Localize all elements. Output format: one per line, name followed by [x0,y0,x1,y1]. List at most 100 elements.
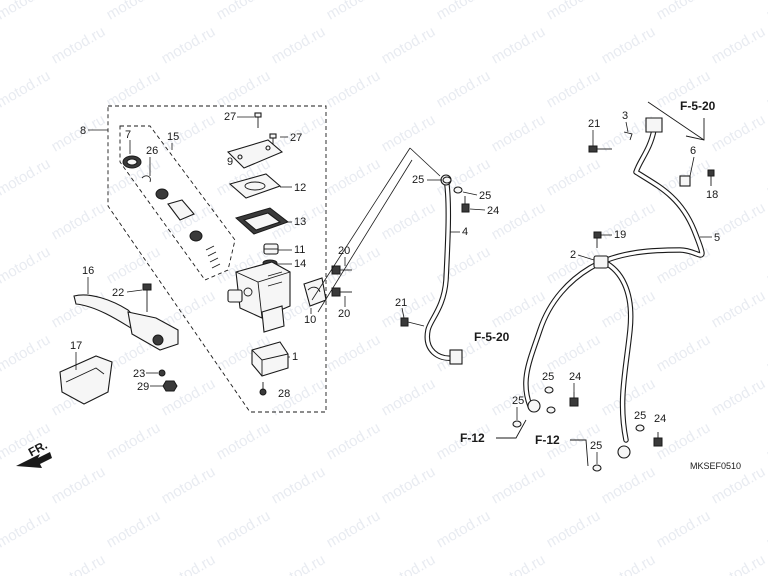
diaphragm-plate [228,173,282,199]
watermark-text: motod.ru [324,243,384,287]
diagram-code: MKSEF0510 [690,461,741,471]
master-cylinder-assembly-box [107,105,327,413]
diaphragm-inner [242,212,282,231]
bolt-18 [707,169,715,186]
watermark-text: motod.ru [489,463,549,507]
watermark-text: motod.ru [599,199,659,243]
watermark-text: motod.ru [214,0,274,23]
watermark-text: motod.ru [654,0,714,23]
watermark-text: motod.ru [49,23,109,67]
watermark-text: motod.ru [49,111,109,155]
hose-5-top-fitting [645,117,663,133]
watermark-text: motod.ru [544,155,604,199]
ref-f12-left: F-12 [460,431,485,445]
watermark-text: motod.ru [764,419,768,463]
washer-25b [453,186,463,194]
plate-hole [244,181,266,191]
watermark-text: motod.ru [489,111,549,155]
watermark-text: motod.ru [0,67,53,111]
callout-6: 6 [690,145,696,157]
watermark-text: motod.ru [104,243,164,287]
callout-25: 25 [412,174,424,186]
callout-20: 20 [338,308,350,320]
pivot-bolt-22 [142,283,152,312]
callout-21: 21 [395,297,407,309]
callout-15: 15 [167,131,179,143]
boot-7-inner [126,158,138,166]
leader-line [311,147,411,301]
leader-line [317,159,413,313]
callout-24: 24 [569,371,581,383]
watermark-text: motod.ru [709,551,768,576]
callout-5: 5 [714,232,720,244]
watermark-text: motod.ru [159,551,219,576]
bolt-24b [569,392,579,407]
front-stop-switch [251,341,289,377]
callout-9: 9 [227,156,233,168]
watermark-text: motod.ru [434,507,494,551]
lever-pivot [152,334,164,346]
callout-25: 25 [512,395,524,407]
callout-27: 27 [224,111,236,123]
callout-21: 21 [588,118,600,130]
watermark-text: motod.ru [379,375,439,419]
watermark-text: motod.ru [709,287,768,331]
hose-5-banjo-right [617,445,631,459]
brake-hose-4-inner [425,176,456,360]
callout-16: 16 [82,265,94,277]
watermark-text: motod.ru [764,0,768,23]
clip-3 [623,131,633,141]
watermark-text: motod.ru [764,155,768,199]
master-cylinder-body [227,261,291,333]
bracket-edge [65,367,105,383]
washer-25e [512,420,522,428]
watermark-text: motod.ru [599,551,659,576]
f12-left-leader [496,419,527,439]
watermark-text: motod.ru [104,507,164,551]
hose-5-connector [593,255,609,269]
watermark-text: motod.ru [269,463,329,507]
watermark-text: motod.ru [0,243,53,287]
callout-28: 28 [278,388,290,400]
watermark-text: motod.ru [379,199,439,243]
callout-12: 12 [294,182,306,194]
watermark-text: motod.ru [379,111,439,155]
lever-pivot-housing [127,311,179,351]
front-direction-arrow [16,452,52,468]
callout-13: 13 [294,216,306,228]
holder-clamp [303,277,327,307]
watermark-text: motod.ru [709,23,768,67]
f520-top-leader [647,101,705,141]
watermark-text: motod.ru [324,419,384,463]
watermark-text: motod.ru [0,331,53,375]
watermark-text: motod.ru [654,507,714,551]
nut-29 [162,380,178,392]
watermark-text: motod.ru [764,331,768,375]
callout-29: 29 [137,381,149,393]
watermark-text: motod.ru [709,111,768,155]
watermark-text: motod.ru [324,155,384,199]
cap-screw-hole [265,145,271,151]
callout-22: 22 [112,287,124,299]
circlip-26 [141,175,151,183]
f12-right-leader [570,439,589,467]
watermark-text: motod.ru [764,243,768,287]
watermark-text: motod.ru [214,67,274,111]
watermark-text: motod.ru [269,551,329,576]
f520-top-arrow [685,118,705,141]
washer-25c [544,386,554,394]
watermark-text: motod.ru [214,419,274,463]
callout-25: 25 [590,440,602,452]
watermark-text: motod.ru [379,23,439,67]
watermark-text: motod.ru [0,507,53,551]
watermark-text: motod.ru [159,463,219,507]
watermark-text: motod.ru [544,507,604,551]
callout-1: 1 [292,351,298,363]
hose-5-banjo-left [527,399,541,413]
callout-8: 8 [80,125,86,137]
callout-2: 2 [570,249,576,261]
callout-25: 25 [479,190,491,202]
lever-bracket [59,355,113,405]
